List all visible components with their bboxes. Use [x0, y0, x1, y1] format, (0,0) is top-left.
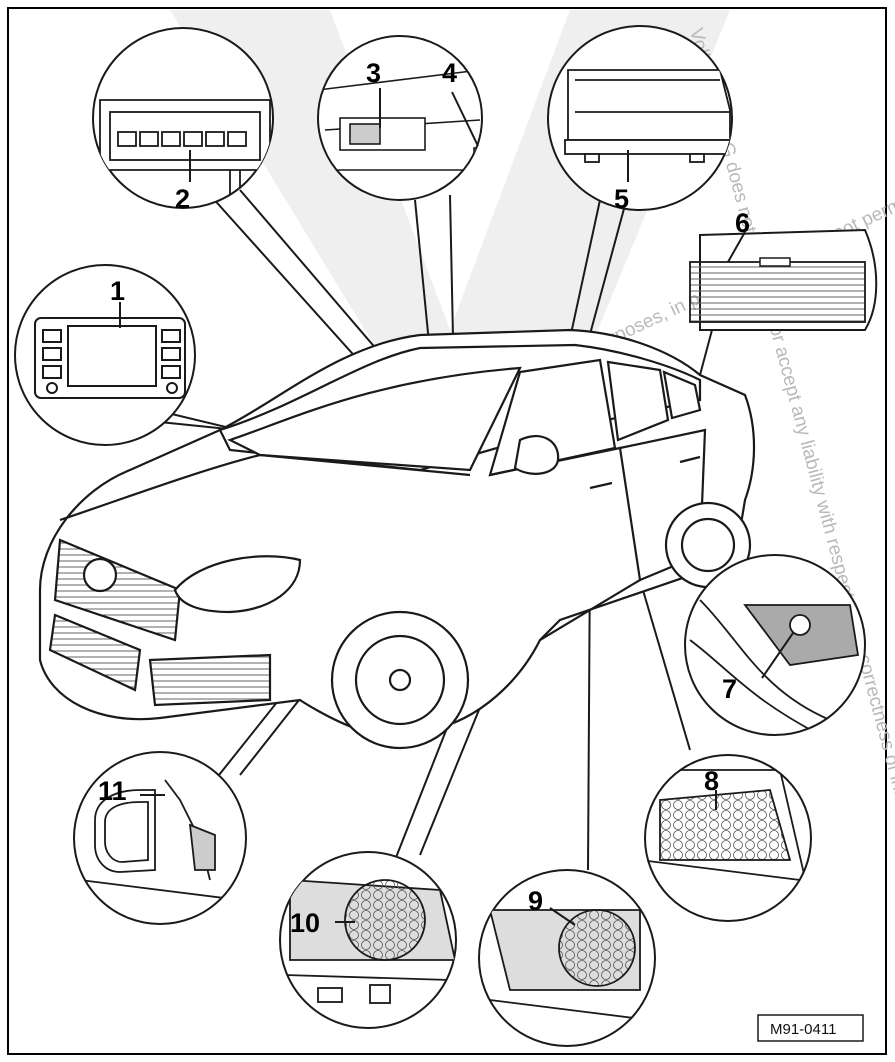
callout-number-2: 2 — [175, 184, 190, 214]
callout-number-11: 11 — [98, 776, 127, 806]
detail-circle-9: 9 — [478, 869, 656, 1047]
callout-number-1: 1 — [110, 276, 125, 306]
figure-id: M91-0411 — [770, 1021, 836, 1038]
callout-number-3: 3 — [366, 58, 381, 88]
callout-number-5: 5 — [614, 184, 629, 214]
rear-door-window — [606, 360, 670, 442]
door-handle-rear — [679, 455, 701, 464]
door-handle-front — [589, 481, 613, 490]
vw-emblem — [82, 557, 118, 593]
detail-circle-7: 7 — [684, 554, 866, 736]
detail-circle-8: 8 — [644, 754, 812, 922]
callout-number-10: 10 — [290, 908, 320, 938]
detail-circle-3-4: 3 4 — [317, 35, 483, 201]
callout-number-6: 6 — [735, 208, 750, 238]
subwoofer-box — [689, 261, 866, 323]
windshield — [227, 366, 522, 472]
door-speaker-rear — [659, 789, 792, 861]
detail-circle-5: 5 — [547, 25, 733, 214]
rear-wheel-rim — [680, 517, 736, 573]
detail-circle-10: 10 — [279, 851, 457, 1029]
detail-circle-6: 6 — [689, 208, 878, 331]
hood-line — [59, 453, 471, 522]
detail-circle-1: 1 — [14, 264, 196, 446]
lower-grille — [48, 613, 142, 692]
front-wheel-hub — [388, 668, 412, 692]
callout-number-4: 4 — [442, 58, 457, 88]
rear-door — [619, 428, 707, 582]
callout-number-9: 9 — [528, 886, 543, 916]
radio-screen — [67, 325, 157, 387]
car-illustration — [38, 328, 756, 750]
amplifier — [567, 69, 731, 141]
detail-circle-2: 2 — [92, 27, 274, 214]
rear-quarter-window — [662, 370, 702, 420]
headlight — [173, 555, 302, 614]
callout-number-7: 7 — [722, 674, 737, 704]
a-pillar-tweeter — [188, 823, 216, 871]
detail-circle-11: 11 — [73, 751, 247, 925]
callout-number-8: 8 — [704, 766, 719, 796]
figure-id-box: M91-0411 — [757, 1014, 864, 1042]
door-mirror — [513, 435, 560, 475]
bumper-vent — [148, 653, 272, 707]
